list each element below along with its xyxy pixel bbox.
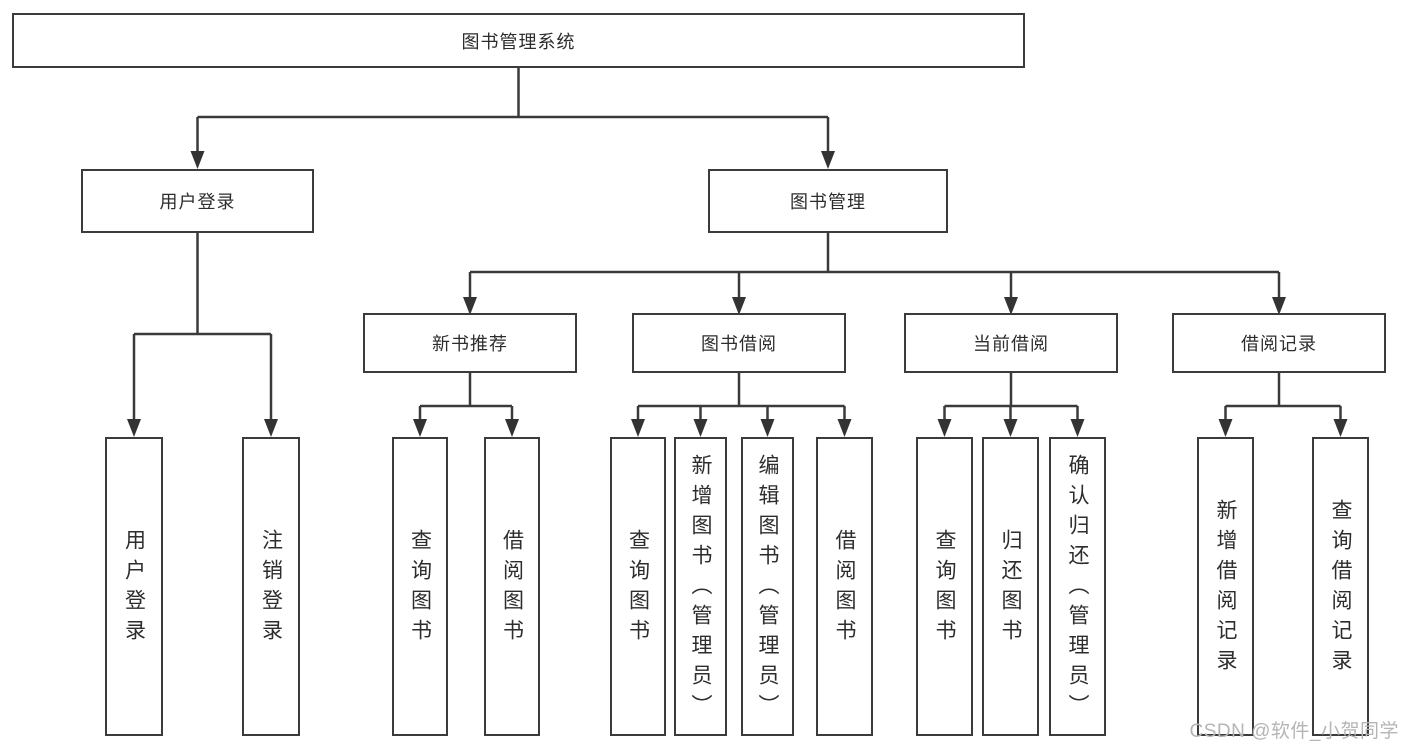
leaf-logout: 注销登录 <box>242 437 300 736</box>
node-user-login: 用户登录 <box>81 169 314 233</box>
leaf-add-borrow-record: 新增借阅记录 <box>1197 437 1254 736</box>
leaf-confirm-return-admin: 确认归还（管理员） <box>1049 437 1106 736</box>
leaf-borrow-books-recommend: 借阅图书 <box>484 437 540 736</box>
node-root-library-management-system: 图书管理系统 <box>12 13 1025 68</box>
csdn-watermark: CSDN @软件_小贺同学 <box>1189 721 1399 742</box>
leaf-query-books-recommend: 查询图书 <box>392 437 448 736</box>
leaf-edit-books-admin: 编辑图书（管理员） <box>741 437 794 736</box>
leaf-add-books-admin: 新增图书（管理员） <box>674 437 727 736</box>
leaf-query-borrow-record: 查询借阅记录 <box>1312 437 1369 736</box>
leaf-return-books: 归还图书 <box>982 437 1039 736</box>
leaf-query-books-borrowing: 查询图书 <box>610 437 666 736</box>
node-current-borrowing: 当前借阅 <box>904 313 1118 373</box>
leaf-user-login: 用户登录 <box>105 437 163 736</box>
node-book-borrowing: 图书借阅 <box>632 313 846 373</box>
arrowheads <box>127 151 1348 437</box>
leaf-borrow-books: 借阅图书 <box>816 437 873 736</box>
node-book-management: 图书管理 <box>708 169 948 233</box>
node-new-book-recommendation: 新书推荐 <box>363 313 577 373</box>
node-borrowing-records: 借阅记录 <box>1172 313 1386 373</box>
leaf-query-books-current: 查询图书 <box>916 437 973 736</box>
